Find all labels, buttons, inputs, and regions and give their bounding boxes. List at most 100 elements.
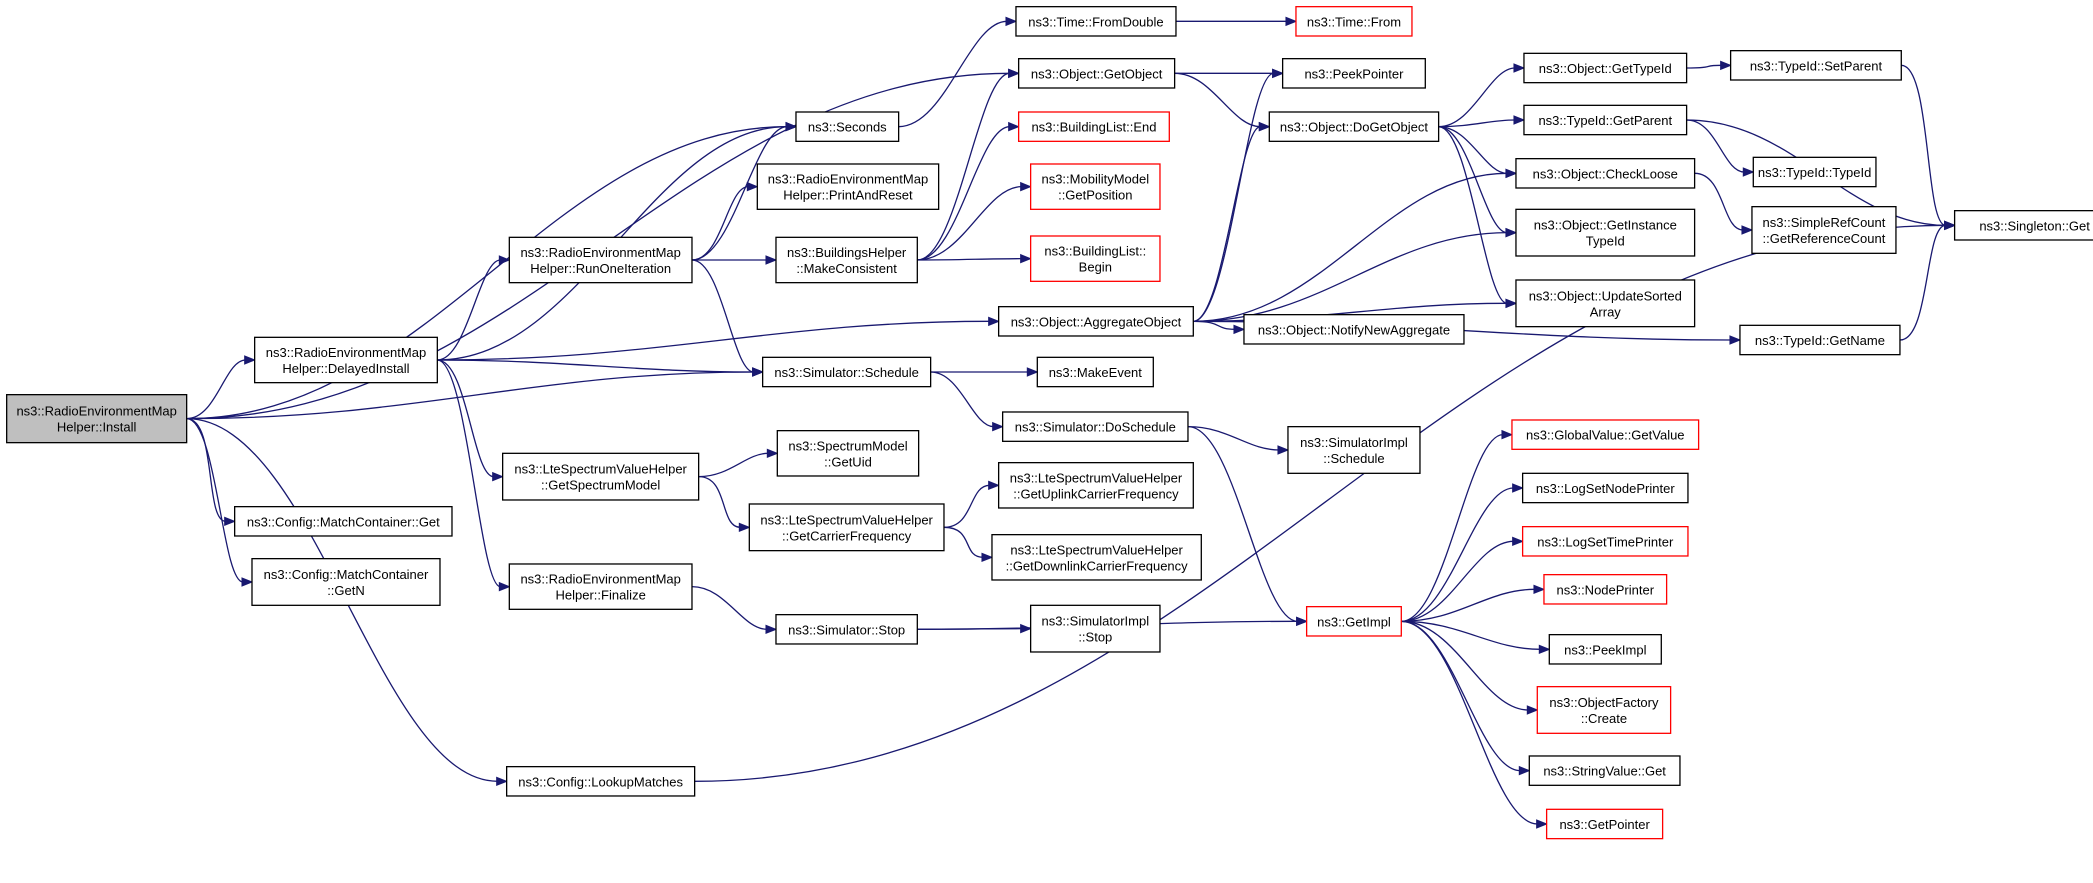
node-label-obj_notifynewaggregate-0: ns3::Object::NotifyNewAggregate [1258,322,1450,337]
node-lte_getspectrummodel[interactable]: ns3::LteSpectrumValueHelper::GetSpectrum… [502,452,700,501]
node-label-lte_getcarrierfreq-0: ns3::LteSpectrumValueHelper [760,512,933,527]
node-singleton_get[interactable]: ns3::Singleton::Get [1953,210,2093,241]
node-bl_begin[interactable]: ns3::BuildingList::Begin [1029,235,1161,282]
edge-obj_gettypeid-to-typeid_setparent [1686,60,1732,71]
edge-obj_dogetobject-to-obj_gettypeid [1438,63,1526,128]
node-makeevent[interactable]: ns3::MakeEvent [1036,356,1154,388]
node-typeid_getparent[interactable]: ns3::TypeId::GetParent [1523,104,1688,136]
node-logsettimeprinter[interactable]: ns3::LogSetTimePrinter [1521,526,1689,557]
node-sim_stop[interactable]: ns3::Simulator::Stop [775,614,918,645]
node-bh_makeconsistent[interactable]: ns3::BuildingsHelper::MakeConsistent [775,236,918,284]
node-label-delayedinstall-0: ns3::RadioEnvironmentMap [266,345,426,360]
edge-bh_makeconsistent-to-bl_begin [917,253,1032,264]
node-label-lte_getcarrierfreq-1: ::GetCarrierFrequency [782,528,912,543]
node-cfg_getn[interactable]: ns3::Config::MatchContainer::GetN [251,558,441,606]
node-typeid_setparent[interactable]: ns3::TypeId::SetParent [1729,50,1902,81]
edge-delayedinstall-to-runoneiteration [437,255,511,361]
edge-obj_aggregate-to-peekpointer [1193,68,1284,322]
node-cfg_get[interactable]: ns3::Config::MatchContainer::Get [234,506,453,537]
node-lookupmatches[interactable]: ns3::Config::LookupMatches [506,765,696,797]
edge-delayedinstall-to-obj_aggregate [437,316,1000,361]
node-seconds[interactable]: ns3::Seconds [795,111,900,142]
node-time_fromdouble[interactable]: ns3::Time::FromDouble [1015,6,1177,37]
node-bl_end[interactable]: ns3::BuildingList::End [1017,111,1170,142]
edges-layer [186,16,1956,829]
node-label-peekimpl-0: ns3::PeekImpl [1564,642,1646,657]
node-mm_getposition[interactable]: ns3::MobilityModel::GetPosition [1029,163,1161,210]
node-sim_schedule[interactable]: ns3::Simulator::Schedule [761,356,932,388]
edge-finalize-to-sim_stop [691,586,778,635]
node-label-obj_dogetobject-0: ns3::Object::DoGetObject [1280,120,1429,135]
node-typeid_getname[interactable]: ns3::TypeId::GetName [1739,324,1901,356]
edge-runoneiteration-to-printandreset [691,181,759,261]
node-obj_aggregate[interactable]: ns3::Object::AggregateObject [997,306,1194,337]
node-label-mm_getposition-1: ::GetPosition [1058,188,1132,203]
node-runoneiteration[interactable]: ns3::RadioEnvironmentMapHelper::RunOneIt… [508,236,693,284]
node-objectfactory_create[interactable]: ns3::ObjectFactory::Create [1536,685,1672,734]
node-sim_doschedule[interactable]: ns3::Simulator::DoSchedule [1001,411,1189,442]
node-obj_notifynewaggregate[interactable]: ns3::Object::NotifyNewAggregate [1243,314,1465,345]
node-label-simimpl_schedule-1: ::Schedule [1323,451,1384,466]
node-label-typeid_typeid-0: ns3::TypeId::TypeId [1758,165,1871,180]
node-lte_getdownlink[interactable]: ns3::LteSpectrumValueHelper::GetDownlink… [991,534,1202,581]
edge-bh_makeconsistent-to-mm_getposition [917,181,1032,261]
node-label-sim_schedule-0: ns3::Simulator::Schedule [774,365,919,380]
node-label-makeevent-0: ns3::MakeEvent [1049,365,1143,380]
edge-delayedinstall-to-sim_schedule [437,359,764,377]
node-label-seconds-0: ns3::Seconds [808,120,887,135]
edge-obj_aggregate-to-obj_dogetobject [1193,121,1271,322]
node-stringvalue_get[interactable]: ns3::StringValue::Get [1528,755,1681,786]
node-label-typeid_getname-0: ns3::TypeId::GetName [1755,333,1885,348]
node-label-simplerefcount_getrefcount-1: ::GetReferenceCount [1763,231,1886,246]
node-lte_getcarrierfreq[interactable]: ns3::LteSpectrumValueHelper::GetCarrierF… [748,503,945,552]
node-label-obj_getinstancetypeid-1: TypeId [1586,234,1625,249]
edge-getimpl-to-getpointer [1401,620,1548,829]
node-label-singleton_get-0: ns3::Singleton::Get [1979,218,2090,233]
node-label-obj_getinstancetypeid-0: ns3::Object::GetInstance [1534,218,1677,233]
node-obj_getobject[interactable]: ns3::Object::GetObject [1017,58,1176,89]
edge-sim_schedule-to-sim_doschedule [930,371,1004,432]
node-delayedinstall[interactable]: ns3::RadioEnvironmentMapHelper::DelayedI… [254,336,438,384]
node-label-bl_begin-0: ns3::BuildingList:: [1044,244,1146,259]
node-obj_dogetobject[interactable]: ns3::Object::DoGetObject [1268,111,1440,142]
edge-runoneiteration-to-sim_schedule [691,259,764,377]
node-getimpl[interactable]: ns3::GetImpl [1305,606,1402,637]
node-obj_checkloose[interactable]: ns3::Object::CheckLoose [1515,158,1696,189]
edge-obj_getobject-to-obj_dogetobject [1174,72,1271,132]
node-label-bl_end-0: ns3::BuildingList::End [1031,120,1156,135]
node-nodeprinter[interactable]: ns3::NodePrinter [1543,574,1668,605]
node-simplerefcount_getrefcount[interactable]: ns3::SimpleRefCount::GetReferenceCount [1751,206,1897,254]
node-logsetnodeprinter[interactable]: ns3::LogSetNodePrinter [1521,472,1689,504]
node-label-lookupmatches-0: ns3::Config::LookupMatches [518,774,683,789]
edge-getimpl-to-logsetnodeprinter [1401,483,1524,622]
node-label-spectrum_getuid-0: ns3::SpectrumModel [788,438,907,453]
node-label-lte_getspectrummodel-0: ns3::LteSpectrumValueHelper [514,462,687,477]
node-simimpl_stop[interactable]: ns3::SimulatorImpl::Stop [1029,604,1161,653]
node-typeid_typeid[interactable]: ns3::TypeId::TypeId [1752,156,1877,188]
node-time_from[interactable]: ns3::Time::From [1295,6,1413,37]
edge-getimpl-to-peekimpl [1401,620,1551,655]
edge-obj_aggregate-to-obj_getinstancetypeid [1193,227,1518,322]
node-globalvalue_getvalue[interactable]: ns3::GlobalValue::GetValue [1511,419,1700,450]
edge-getimpl-to-logsettimeprinter [1401,536,1524,622]
node-label-lte_getuplink-1: ::GetUplinkCarrierFrequency [1013,486,1179,501]
node-peekpointer[interactable]: ns3::PeekPointer [1281,58,1426,89]
node-label-typeid_getparent-0: ns3::TypeId::GetParent [1538,113,1672,128]
edge-obj_checkloose-to-simplerefcount_getrefcount [1694,172,1754,235]
node-lte_getuplink[interactable]: ns3::LteSpectrumValueHelper::GetUplinkCa… [997,462,1194,509]
node-label-sim_doschedule-0: ns3::Simulator::DoSchedule [1015,420,1176,435]
edge-typeid_setparent-to-singleton_get [1901,64,1956,231]
node-obj_gettypeid[interactable]: ns3::Object::GetTypeId [1523,52,1688,84]
edge-obj_dogetobject-to-obj_updatesortedarray [1438,126,1518,309]
node-printandreset[interactable]: ns3::RadioEnvironmentMapHelper::PrintAnd… [756,163,940,210]
node-label-finalize-0: ns3::RadioEnvironmentMap [520,572,680,587]
node-peekimpl[interactable]: ns3::PeekImpl [1548,634,1662,665]
node-simimpl_schedule[interactable]: ns3::SimulatorImpl::Schedule [1287,426,1421,474]
node-spectrum_getuid[interactable]: ns3::SpectrumModel::GetUid [776,430,920,477]
node-getpointer[interactable]: ns3::GetPointer [1545,808,1664,840]
